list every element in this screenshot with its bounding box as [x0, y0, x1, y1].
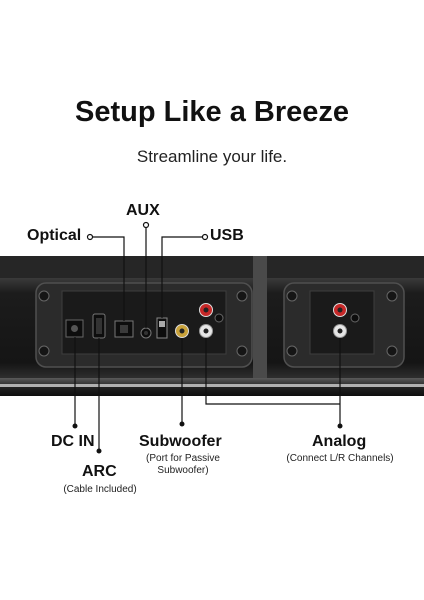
left-port-panel — [35, 282, 253, 368]
dc-in-label: DC IN — [51, 433, 95, 450]
arc-label: ARC — [82, 463, 117, 480]
aux-label: AUX — [126, 202, 160, 219]
optical-label: Optical — [27, 227, 82, 244]
optical-port — [114, 320, 134, 338]
usb-port — [156, 317, 168, 339]
subwoofer-note-line1: (Port for Passive — [146, 453, 220, 464]
analog-rca-port-red — [199, 303, 213, 317]
subwoofer-label: Subwoofer — [139, 433, 222, 450]
callout-dots — [72, 221, 343, 454]
usb-label: USB — [210, 227, 244, 244]
subwoofer-rca-port — [175, 324, 189, 338]
arc-note: (Cable Included) — [63, 484, 137, 495]
callout-lines — [74, 225, 341, 449]
analog-rca-port-white — [199, 324, 213, 338]
analog-note: (Connect L/R Channels) — [286, 453, 394, 464]
page-title: Setup Like a Breeze — [75, 96, 349, 128]
page-subtitle: Streamline your life. — [136, 147, 288, 166]
aux-port — [140, 327, 152, 339]
subwoofer-note: (Port for Passive Subwoofer) — [138, 453, 228, 477]
dc-in-port — [65, 319, 84, 338]
arc-hdmi-port — [92, 313, 106, 339]
subwoofer-note-line2: Subwoofer) — [157, 465, 209, 476]
right-port-panel — [283, 282, 405, 368]
analog-label: Analog — [312, 433, 367, 450]
